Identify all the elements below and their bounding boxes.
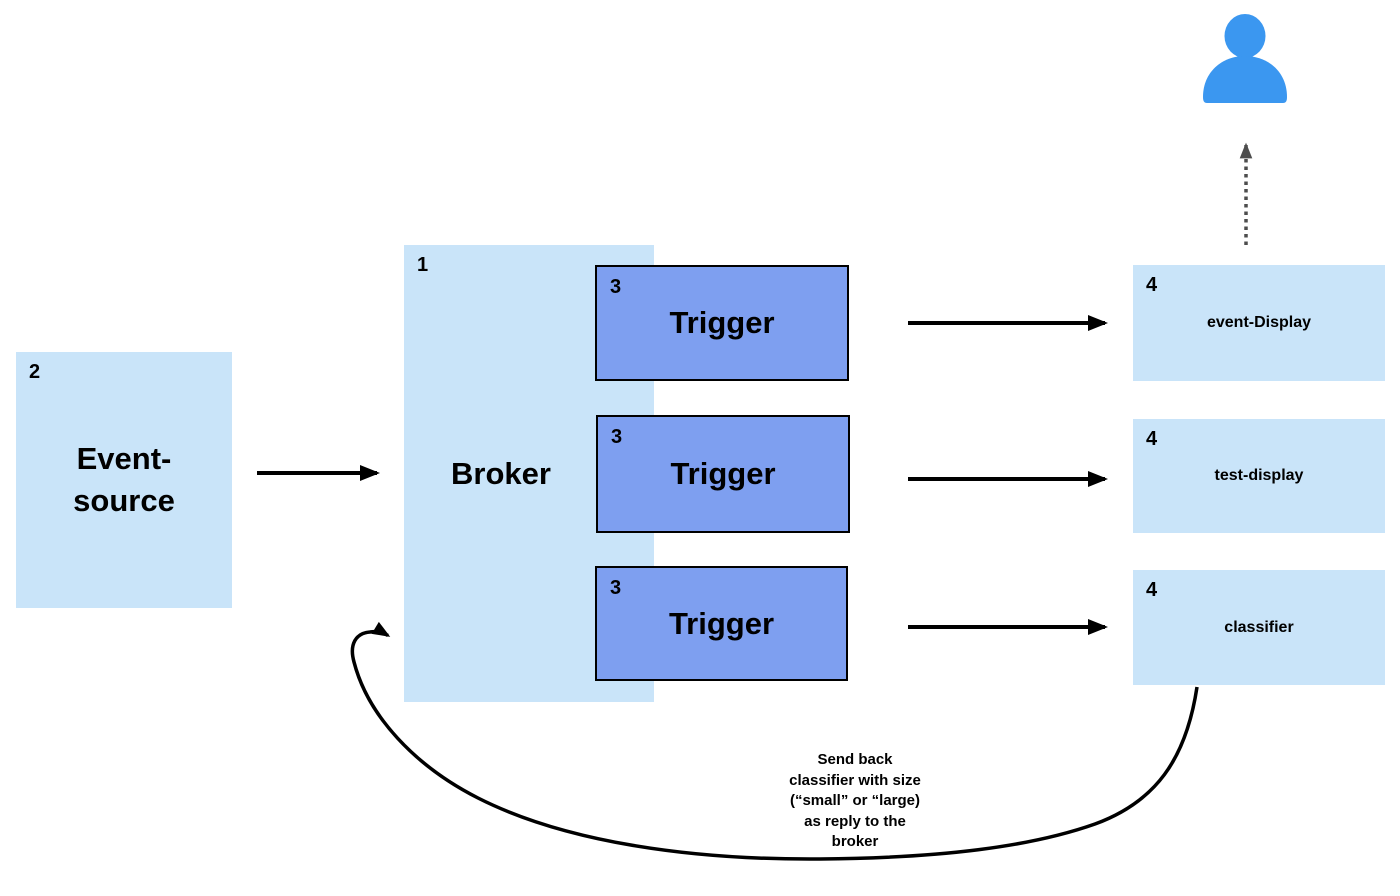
- event-source-box: 2 Event- source: [16, 352, 232, 608]
- classifier-number: 4: [1146, 579, 1158, 601]
- classifier-label: classifier: [1224, 618, 1294, 636]
- trigger-1-number: 3: [610, 276, 622, 298]
- trigger-2-label: Trigger: [670, 456, 776, 492]
- event-display-box: 4 event-Display: [1133, 265, 1385, 381]
- test-display-number: 4: [1146, 428, 1158, 450]
- broker-number: 1: [417, 254, 429, 276]
- trigger-2-number: 3: [611, 426, 623, 448]
- trigger-3-label: Trigger: [668, 605, 775, 641]
- event-display-number: 4: [1146, 274, 1158, 296]
- broker-label: Broker: [451, 455, 551, 491]
- trigger-box-3: 3 Trigger: [595, 566, 848, 681]
- test-display-label: test-display: [1214, 467, 1304, 484]
- reply-annotation: Send back classifier with size (“small” …: [789, 751, 921, 850]
- trigger-1-label: Trigger: [669, 305, 775, 341]
- classifier-box: 4 classifier: [1133, 570, 1385, 685]
- event-source-label: Event- source: [73, 441, 175, 518]
- event-source-number: 2: [29, 361, 41, 383]
- trigger-3-number: 3: [610, 577, 622, 599]
- person-icon: [1203, 14, 1287, 103]
- event-display-label: event-Display: [1206, 314, 1312, 331]
- trigger-box-2: 3 Trigger: [596, 415, 850, 533]
- test-display-box: 4 test-display: [1133, 419, 1385, 533]
- trigger-box-1: 3 Trigger: [595, 265, 849, 381]
